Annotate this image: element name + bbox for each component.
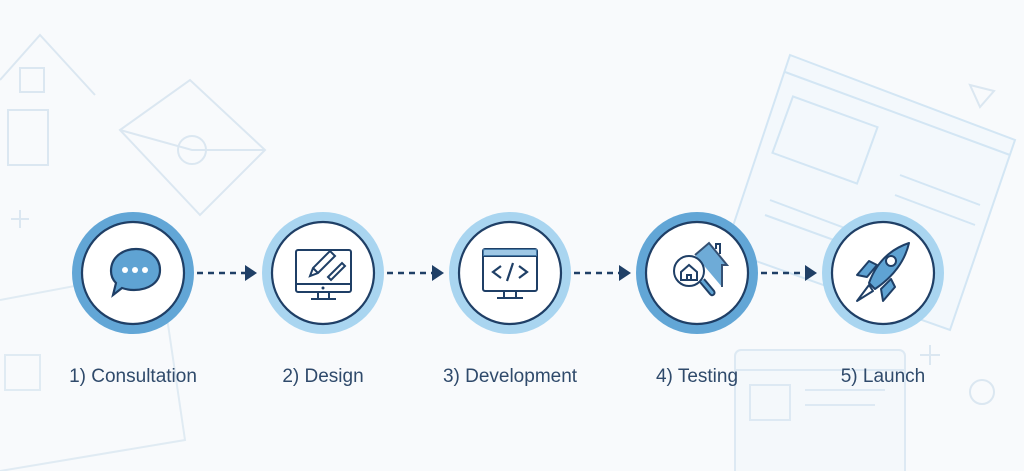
- chat-bubble-icon: [109, 247, 162, 298]
- step-node-5: [822, 212, 944, 334]
- house-outline-icon: [0, 33, 96, 166]
- code-monitor-icon: [482, 248, 538, 299]
- step-node-1: [72, 212, 194, 334]
- magnifier-house-icon: [673, 241, 730, 297]
- dashed-arrow-connector: [761, 265, 817, 281]
- step-node-4: [636, 212, 758, 334]
- step-label: 4) Testing: [655, 366, 739, 387]
- step-node-3: [449, 212, 571, 334]
- step-node-2: [262, 212, 384, 334]
- step-label: 1) Consultation: [69, 366, 197, 387]
- step-label: 3) Development: [442, 366, 578, 387]
- rocket-icon: [856, 242, 910, 302]
- dashed-arrow-connector: [574, 265, 631, 281]
- dashed-arrow-connector: [387, 265, 444, 281]
- step-label: 5) Launch: [840, 366, 926, 387]
- envelope-outline-icon: [118, 78, 267, 217]
- browser-window-outline: [734, 349, 906, 471]
- dashed-arrow-connector: [197, 265, 257, 281]
- step-label: 2) Design: [282, 366, 364, 387]
- monitor-pencil-icon: [295, 249, 352, 300]
